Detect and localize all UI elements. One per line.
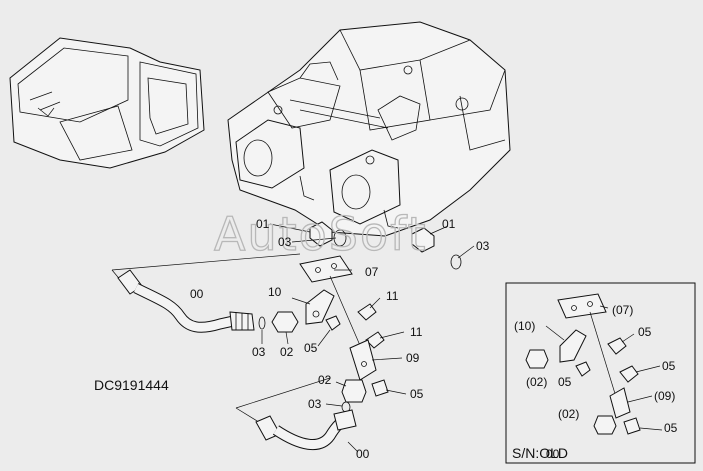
hose-upper (117, 269, 255, 333)
inset-caption: S/N:OLD (512, 445, 568, 461)
label-03-lower: 03 (308, 397, 322, 411)
bracket-07 (299, 255, 353, 283)
label-03-left: 03 (278, 235, 292, 249)
inset-label-05-d: 05 (664, 421, 678, 435)
hydraulic-pump-assembly (227, 21, 511, 237)
lower-bracket-09 (329, 275, 377, 381)
bolt-lower (365, 331, 385, 349)
machine-locator-icon (9, 37, 205, 169)
inset-label-10: (10) (514, 319, 535, 333)
label-02-lower: 02 (318, 373, 332, 387)
inset-label-09: (09) (654, 389, 675, 403)
adapter-right (411, 227, 462, 270)
lower-union (341, 379, 367, 403)
inset-label-05-c: 05 (662, 359, 676, 373)
clamp-10 (305, 289, 335, 325)
hose-oring (258, 316, 266, 330)
inset-label-02-a: (02) (526, 375, 547, 389)
label-05-hose: 05 (304, 341, 318, 355)
label-01-right: 01 (442, 217, 456, 231)
label-00-upper: 00 (190, 287, 204, 301)
label-03-right: 03 (476, 239, 490, 253)
inset-page-number: 00 (546, 447, 560, 461)
label-02-hose: 02 (280, 345, 294, 359)
inset-label-05-b: 05 (558, 375, 572, 389)
inset-label-02-b: (02) (558, 407, 579, 421)
inset-drawing (525, 293, 663, 435)
bolt-upper (357, 303, 377, 321)
diagram-id: DC9191444 (94, 377, 169, 393)
label-03-hose: 03 (252, 345, 266, 359)
lower-bolt (371, 379, 389, 397)
label-07: 07 (365, 265, 379, 279)
inset-label-07: (07) (612, 303, 633, 317)
label-00-lower: 00 (356, 447, 370, 461)
watermark: AutoSoft (214, 207, 428, 261)
label-09: 09 (406, 351, 420, 365)
label-10: 10 (268, 285, 282, 299)
inset-label-05-a: 05 (638, 325, 652, 339)
label-01-left: 01 (256, 217, 270, 231)
hose-union (271, 311, 299, 333)
label-11-upper: 11 (386, 289, 399, 303)
label-05-lower: 05 (410, 387, 424, 401)
hose-lower (255, 409, 357, 451)
label-11-lower: 11 (410, 325, 423, 339)
hose-bolt (325, 315, 341, 331)
